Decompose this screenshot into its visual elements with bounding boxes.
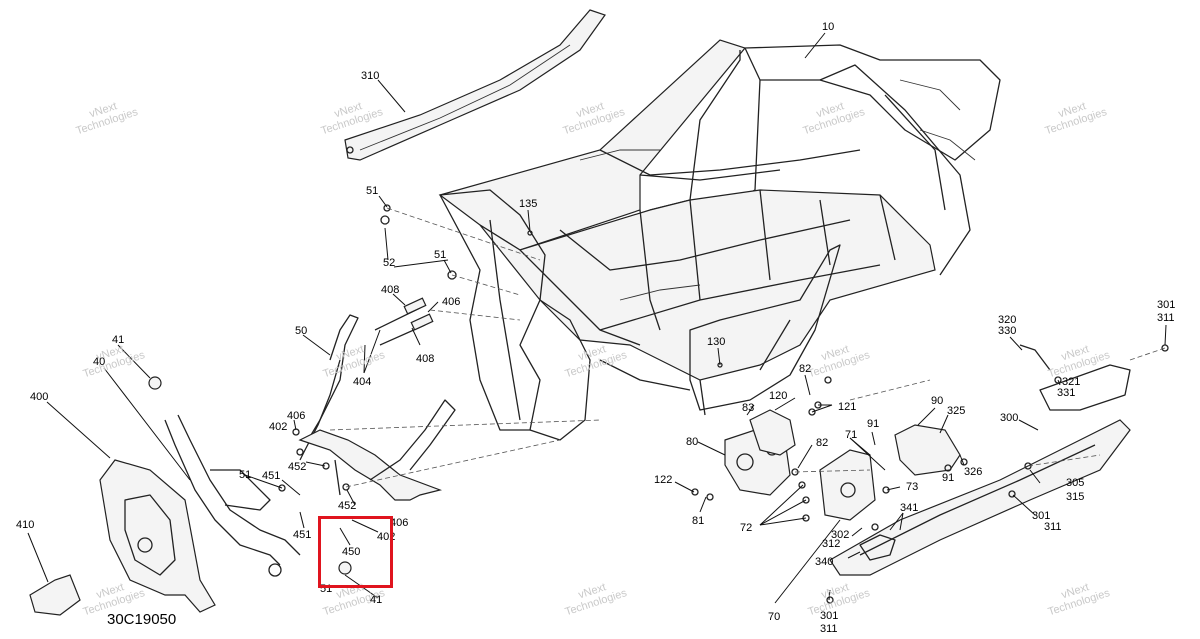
callout-label: 326: [964, 466, 983, 478]
callout-label: 80: [686, 436, 699, 448]
callout-label: 325: [947, 405, 966, 417]
callout-label: 301: [820, 610, 839, 622]
callout-label: 408: [416, 353, 435, 365]
callout-label: 301: [1157, 299, 1176, 311]
callout-label: 82: [799, 363, 812, 375]
callout-label: 450: [342, 546, 361, 558]
callout-label: 51: [434, 249, 447, 261]
callout-label: 320: [998, 314, 1017, 326]
main-frame: [438, 39, 1001, 441]
callout-label: 70: [768, 611, 781, 623]
callout-label: 305: [1066, 477, 1085, 489]
bolts-408: [374, 297, 434, 346]
callout-label: 135: [519, 198, 538, 210]
callout-label: 406: [287, 410, 306, 422]
callout-label: 330: [998, 325, 1017, 337]
callout-label: 312: [822, 538, 841, 550]
callout-label: 400: [30, 391, 49, 403]
callout-label: 404: [353, 376, 372, 388]
callout-label: 451: [293, 529, 312, 541]
callout-label: 72: [740, 522, 753, 534]
callout-label: 300: [1000, 412, 1019, 424]
callout-label: 311: [1044, 521, 1062, 533]
callout-label: 340: [815, 556, 834, 568]
bracket-90: [894, 424, 961, 476]
callout-label: 120: [769, 390, 788, 402]
callout-label: 122: [654, 474, 673, 486]
callout-label: 315: [1066, 491, 1085, 503]
callout-label: 451: [262, 470, 281, 482]
bracket-120: [749, 409, 796, 456]
callout-label: 81: [692, 515, 705, 527]
callout-label: 121: [838, 401, 857, 413]
callout-label: 321: [1062, 376, 1081, 388]
callout-label: 406: [442, 296, 461, 308]
skid-plate-410: [29, 574, 81, 616]
callout-label: 452: [288, 461, 307, 473]
callout-label: 311: [820, 623, 838, 635]
callout-label: 408: [381, 284, 400, 296]
callout-label: 51: [239, 469, 252, 481]
callout-label: 52: [383, 257, 396, 269]
callout-label: 406: [390, 517, 409, 529]
front-bumper-400: [99, 414, 301, 613]
bracket-302: [859, 534, 896, 561]
callout-label: 82: [816, 437, 829, 449]
callout-label: 310: [361, 70, 380, 82]
callout-label: 40: [93, 356, 106, 368]
hardware: [148, 204, 1169, 604]
callout-label: 301: [1032, 510, 1051, 522]
callout-label: 91: [867, 418, 880, 430]
bracket-71: [819, 449, 876, 521]
callout-label: 90: [931, 395, 944, 407]
callout-label: 50: [295, 325, 308, 337]
callout-label: 341: [900, 502, 919, 514]
diagram-code: 30C19050: [107, 611, 177, 628]
callout-label: 302: [831, 529, 850, 541]
callout-label: 83: [742, 402, 755, 414]
callout-label: 311: [1157, 312, 1175, 324]
callout-label: 41: [112, 334, 125, 346]
rail-310: [344, 9, 606, 161]
callout-label: 91: [942, 472, 955, 484]
callout-label: 130: [707, 336, 726, 348]
callout-label: 73: [906, 481, 919, 493]
callout-label: 41: [370, 594, 383, 606]
callout-label: 10: [822, 21, 835, 33]
callout-label: 51: [320, 583, 333, 595]
callout-label: 331: [1057, 387, 1076, 399]
callout-label: 402: [377, 531, 396, 543]
callout-label: 452: [338, 500, 357, 512]
callout-label: 410: [16, 519, 35, 531]
leader-lines: [27, 32, 1167, 604]
callout-label: 402: [269, 421, 288, 433]
assembly-lines: [329, 207, 1166, 488]
callout-label: 71: [845, 429, 858, 441]
callout-label: 51: [366, 185, 379, 197]
side-panel-300: [829, 344, 1131, 576]
